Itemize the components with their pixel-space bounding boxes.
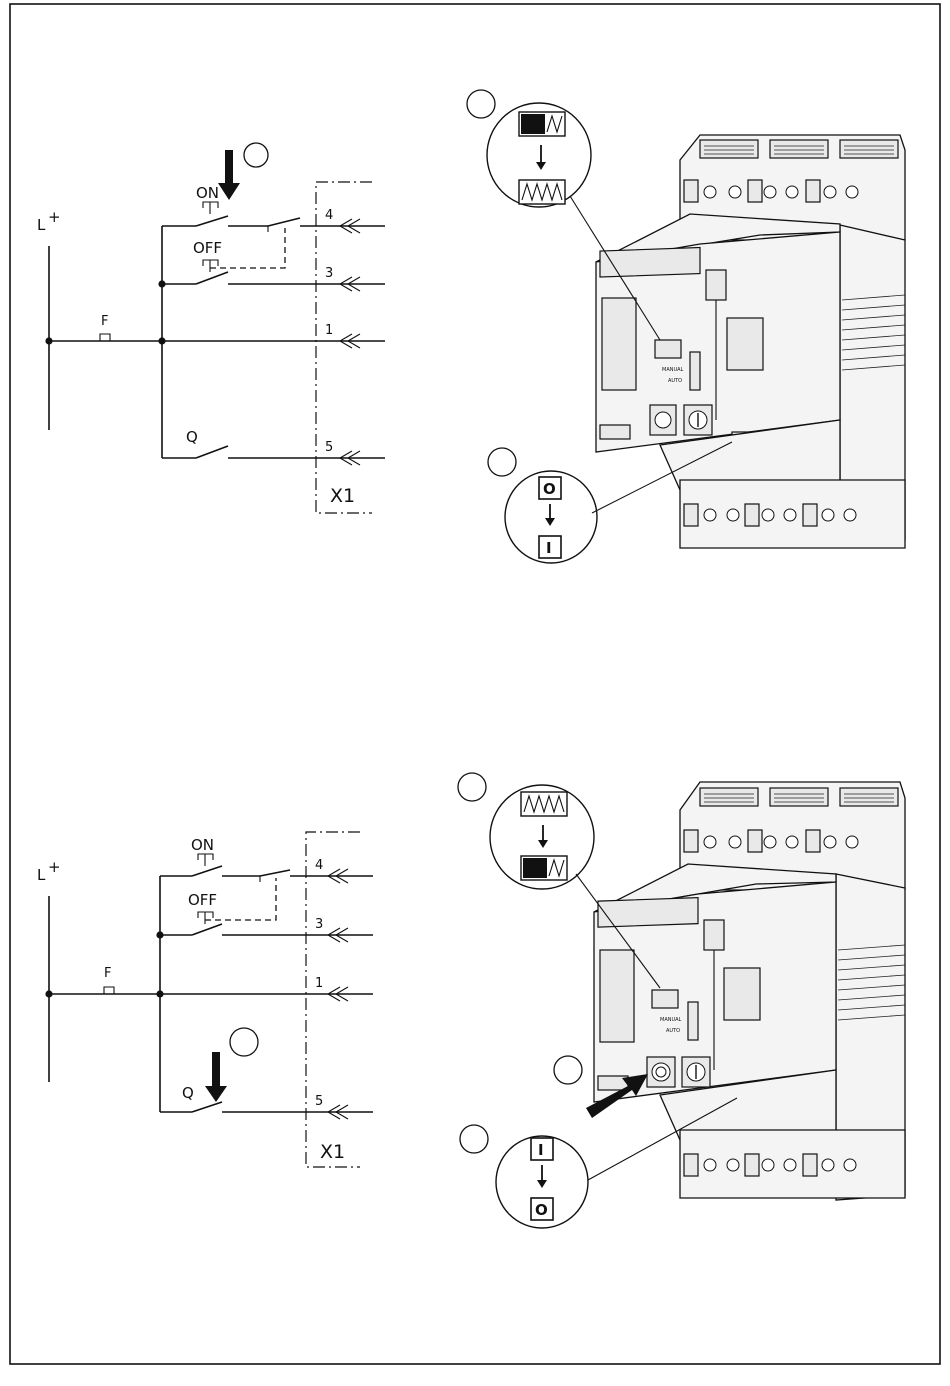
- terminal-block-label: X1: [320, 1141, 345, 1163]
- fuse-label: F: [101, 314, 108, 329]
- off-switch-contact: [196, 272, 228, 284]
- mode-manual-label: MANUAL: [662, 367, 684, 373]
- pushbutton-off-symbol: [198, 912, 213, 924]
- q-switch-contact: [192, 1102, 222, 1112]
- off-switch-contact: [192, 924, 222, 935]
- schematic-top: L + F 1 ON 4 OFF 3: [37, 143, 385, 513]
- status-window: [724, 968, 760, 1020]
- q-switch-contact: [196, 446, 228, 458]
- terminal-3-label: 3: [315, 917, 323, 932]
- terminal-slot: [840, 788, 898, 806]
- terminal-5-label: 5: [325, 440, 333, 455]
- terminal-4-label: 4: [325, 208, 333, 223]
- step-circle: [460, 1125, 488, 1153]
- terminal-1-label: 1: [315, 976, 323, 991]
- spring-indicator: [655, 340, 681, 358]
- mode-slider[interactable]: [690, 352, 700, 390]
- pushbutton-on-symbol: [198, 854, 213, 866]
- supply-label: L: [37, 866, 46, 884]
- terminal-slot: [840, 140, 898, 158]
- step-circle: [458, 773, 486, 801]
- state-after-label: I: [546, 539, 552, 557]
- pushbutton-on-symbol: [203, 202, 218, 214]
- terminal-slot: [700, 788, 758, 806]
- fuse-symbol: [104, 987, 114, 994]
- on-switch-contact: [196, 216, 228, 226]
- step-circle: [488, 448, 516, 476]
- fuse-label: F: [104, 966, 111, 981]
- switch-on-label: ON: [191, 836, 214, 854]
- mode-lever: [704, 920, 724, 950]
- mode-manual-label: MANUAL: [660, 1017, 682, 1023]
- spring-shade: [523, 858, 547, 878]
- on-switch-contact: [192, 866, 222, 876]
- breaker-device-bottom: MANUAL AUTO: [554, 782, 905, 1200]
- step-circle: [230, 1028, 258, 1056]
- label-plate: [598, 898, 698, 927]
- switch-on-label: ON: [196, 184, 219, 202]
- terminal-block-outline: [316, 182, 372, 513]
- pushbutton-off-symbol: [203, 260, 218, 272]
- step-circle: [467, 90, 495, 118]
- terminal-slot: [770, 140, 828, 158]
- fuse-symbol: [100, 334, 110, 341]
- mode-auto-label: AUTO: [668, 378, 682, 384]
- off-button-icon: [655, 412, 671, 428]
- breaker-device-top: MANUAL AUTO: [596, 135, 905, 548]
- terminal-block-label: X1: [330, 485, 355, 507]
- state-after-label: O: [535, 1201, 548, 1219]
- q-aux-contact: [268, 218, 300, 226]
- press-arrow-icon: [218, 150, 240, 200]
- step-circle: [554, 1056, 582, 1084]
- switch-off-label: OFF: [188, 891, 217, 909]
- side-window: [600, 950, 634, 1042]
- supply-sign: +: [48, 208, 61, 226]
- terminal-5-label: 5: [315, 1094, 323, 1109]
- off-button-icon: [652, 1063, 670, 1081]
- terminal-block-outline: [306, 832, 360, 1167]
- status-window: [727, 318, 763, 370]
- switch-q-label: Q: [182, 1084, 194, 1102]
- mode-slider[interactable]: [688, 1002, 698, 1040]
- mode-auto-label: AUTO: [666, 1028, 680, 1034]
- padlock-slot[interactable]: [600, 425, 630, 439]
- switch-off-label: OFF: [193, 239, 222, 257]
- press-arrow-icon: [205, 1052, 227, 1102]
- schematic-bottom: L + F 1 ON 4 OFF 3 Q 5: [37, 832, 373, 1167]
- spring-indicator: [652, 990, 678, 1008]
- terminal-slot: [700, 140, 758, 158]
- label-plate: [600, 248, 700, 277]
- spring-shade: [521, 114, 545, 134]
- q-aux-contact: [260, 870, 290, 876]
- supply-sign: +: [48, 858, 61, 876]
- step-circle: [244, 143, 268, 167]
- terminal-slot: [770, 788, 828, 806]
- terminal-1-label: 1: [325, 323, 333, 338]
- terminal-4-label: 4: [315, 858, 323, 873]
- supply-label: L: [37, 216, 46, 234]
- state-before-label: O: [543, 480, 556, 498]
- side-window: [602, 298, 636, 390]
- state-before-label: I: [538, 1141, 544, 1159]
- mode-lever: [706, 270, 726, 300]
- terminal-3-label: 3: [325, 266, 333, 281]
- switch-q-label: Q: [186, 428, 198, 446]
